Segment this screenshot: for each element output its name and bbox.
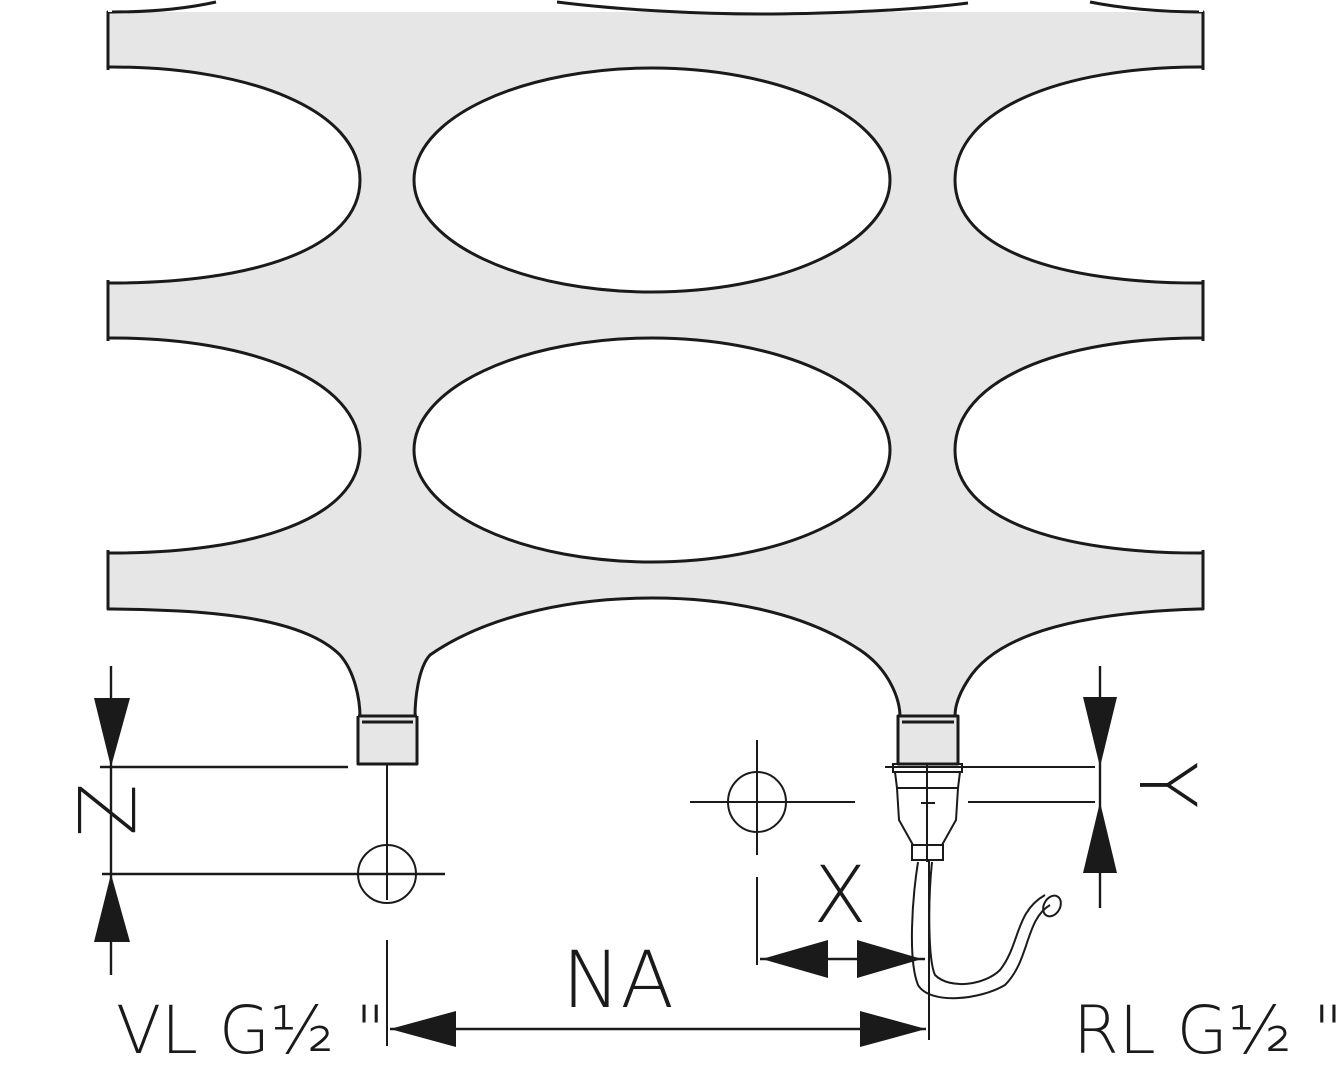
supply-connection-label: VL G½ " — [116, 992, 385, 1069]
dimension-x: X — [760, 851, 925, 978]
capillary-tube — [910, 861, 1051, 1000]
supply-centerline — [357, 764, 417, 1046]
top-cutouts — [108, 0, 1203, 16]
return-connector-valve — [892, 714, 1062, 1000]
return-centerline — [690, 740, 1095, 1040]
right-half-oval-upper — [953, 65, 1205, 285]
right-half-oval-lower — [953, 336, 1205, 555]
top-left-arc — [111, 0, 217, 14]
return-connection-label: RL G½ " — [1073, 992, 1337, 1069]
left-half-oval-upper — [106, 65, 362, 285]
dimension-z-label: Z — [59, 783, 149, 836]
dimension-na: NA — [390, 936, 926, 1047]
oval-opening-upper — [412, 66, 892, 294]
top-middle-arc — [556, 0, 969, 16]
dimension-y: Y — [1083, 666, 1211, 908]
top-right-arc — [1089, 0, 1200, 14]
dimension-x-label: X — [813, 851, 866, 941]
dimension-na-label: NA — [562, 936, 674, 1026]
supply-connector — [356, 714, 419, 766]
bottom-edge-outline — [111, 596, 1200, 718]
left-half-oval-lower — [106, 336, 362, 555]
dimension-z: Z — [59, 666, 445, 975]
dimension-y-label: Y — [1121, 761, 1211, 809]
oval-opening-lower — [412, 336, 892, 564]
